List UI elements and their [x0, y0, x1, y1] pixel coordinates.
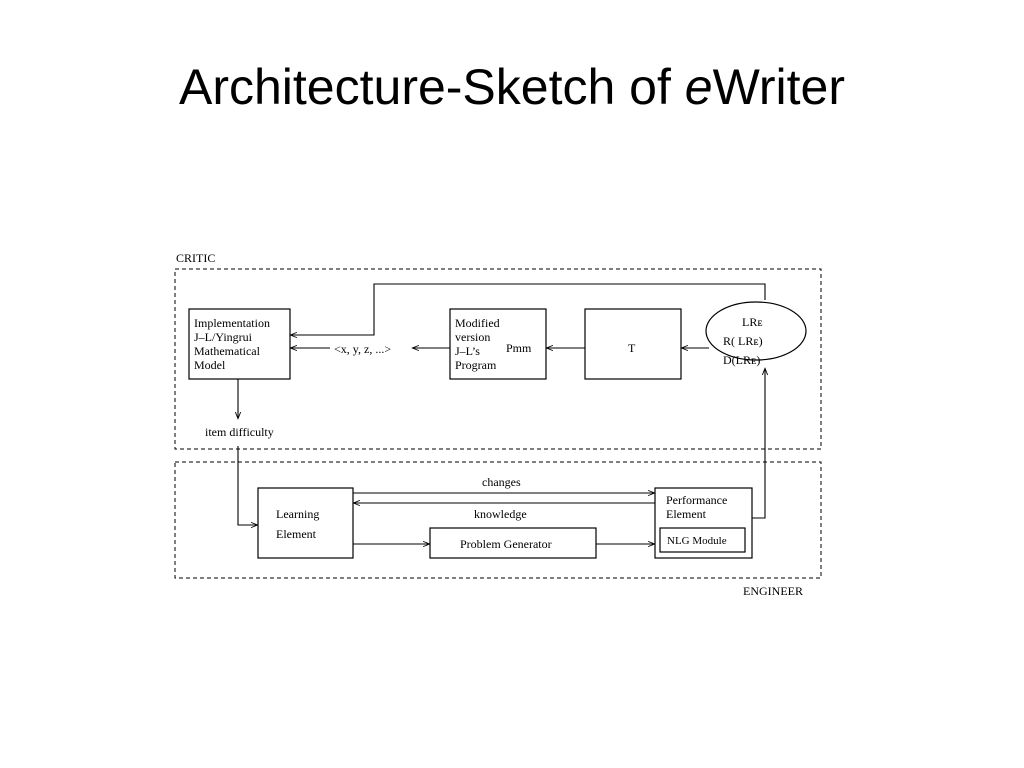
implementation-line-3: Mathematical [194, 344, 261, 358]
engineer-region [174, 461, 822, 579]
title-suffix: Writer [712, 59, 845, 115]
title-prefix: Architecture-Sketch of [179, 59, 685, 115]
implementation-line-2: J–L/Yingrui [194, 330, 253, 344]
learning-line-1: Learning [276, 507, 319, 521]
title-italic: e [684, 59, 713, 115]
engineer-label: ENGINEER [743, 584, 803, 598]
changes-label: changes [482, 475, 521, 489]
modified-line-4: Program [455, 358, 497, 372]
t-label: T [628, 341, 636, 355]
performance-to-lre-arrow [752, 369, 765, 519]
tuple-label: <x, y, z, ...> [334, 342, 391, 356]
problem-generator-box [429, 527, 597, 559]
critic-region [174, 268, 822, 450]
implementation-box [188, 308, 291, 380]
problem-generator-label: Problem Generator [460, 537, 552, 551]
lre-line-2: R( LRᴇ) [723, 334, 763, 348]
nlg-module-label: NLG Module [667, 535, 727, 547]
implementation-line-1: Implementation [194, 316, 270, 330]
learning-element-box [257, 487, 354, 559]
modified-line-3: J–L’s [455, 344, 480, 358]
pmm-label: Pmm [506, 341, 532, 355]
difficulty-to-learning-arrow [237, 446, 257, 525]
performance-line-2: Element [666, 507, 707, 521]
item-difficulty-label: item difficulty [205, 425, 274, 439]
t-box [584, 308, 682, 380]
implementation-line-4: Model [194, 358, 226, 372]
lre-ellipse [705, 301, 807, 361]
slide-title: Architecture-Sketch of eWriter [0, 62, 1024, 112]
feedback-arrow [291, 283, 766, 335]
lre-line-1: LRᴇ [742, 315, 763, 329]
lre-line-3: D(LRᴇ) [723, 353, 760, 367]
learning-line-2: Element [276, 527, 317, 541]
critic-label: CRITIC [176, 251, 215, 265]
performance-line-1: Performance [666, 493, 727, 507]
nlg-module-box [659, 527, 746, 553]
knowledge-label: knowledge [474, 507, 527, 521]
modified-line-2: version [455, 330, 490, 344]
modified-program-box [449, 308, 547, 380]
modified-line-1: Modified [455, 316, 500, 330]
